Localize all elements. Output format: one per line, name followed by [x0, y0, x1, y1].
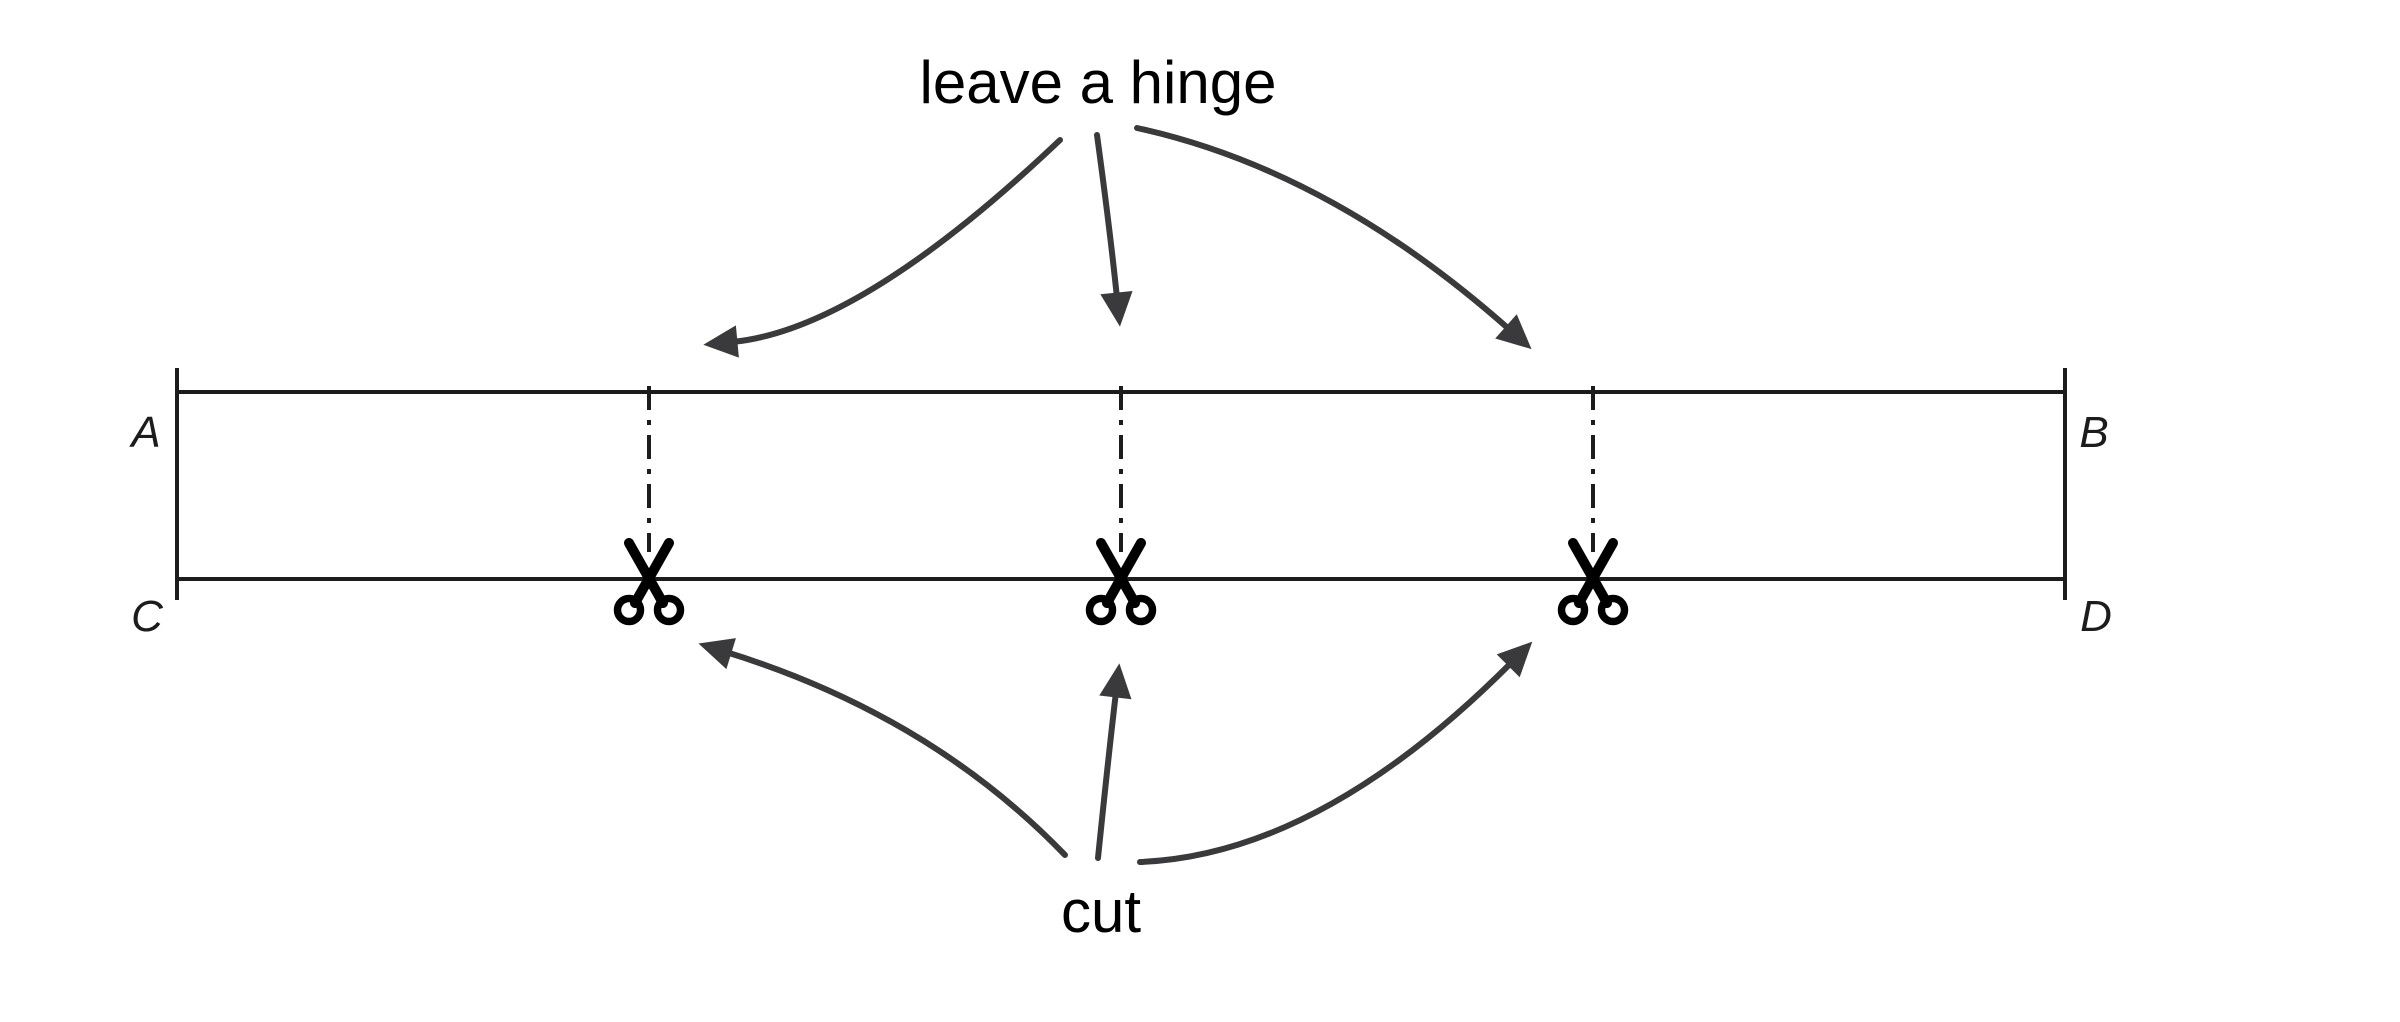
hinge-arrow-right [1134, 125, 1532, 350]
hinge-arrow-left [703, 137, 1063, 358]
cut-annotation: cut [698, 638, 1533, 945]
scissors-icon [1090, 543, 1153, 622]
hinge-annotation: leave a hinge [703, 49, 1532, 358]
hinge-arrow-middle [1094, 132, 1133, 327]
scissors-icon [618, 543, 681, 622]
corner-labels: A B C D [128, 408, 2112, 641]
cut-arrow-middle [1095, 663, 1132, 861]
hinge-annotation-label: leave a hinge [920, 49, 1277, 116]
corner-label-a: A [128, 408, 160, 457]
corner-label-d: D [2080, 592, 2112, 641]
cut-arrow-right [1137, 641, 1533, 865]
hinge-fold-lines [647, 386, 1595, 552]
scissors-icon [1562, 543, 1625, 622]
corner-label-b: B [2079, 408, 2108, 457]
cut-marks [618, 543, 1625, 622]
cut-arrow-left [698, 638, 1068, 858]
cut-annotation-label: cut [1061, 878, 1141, 945]
corner-label-c: C [131, 592, 164, 641]
